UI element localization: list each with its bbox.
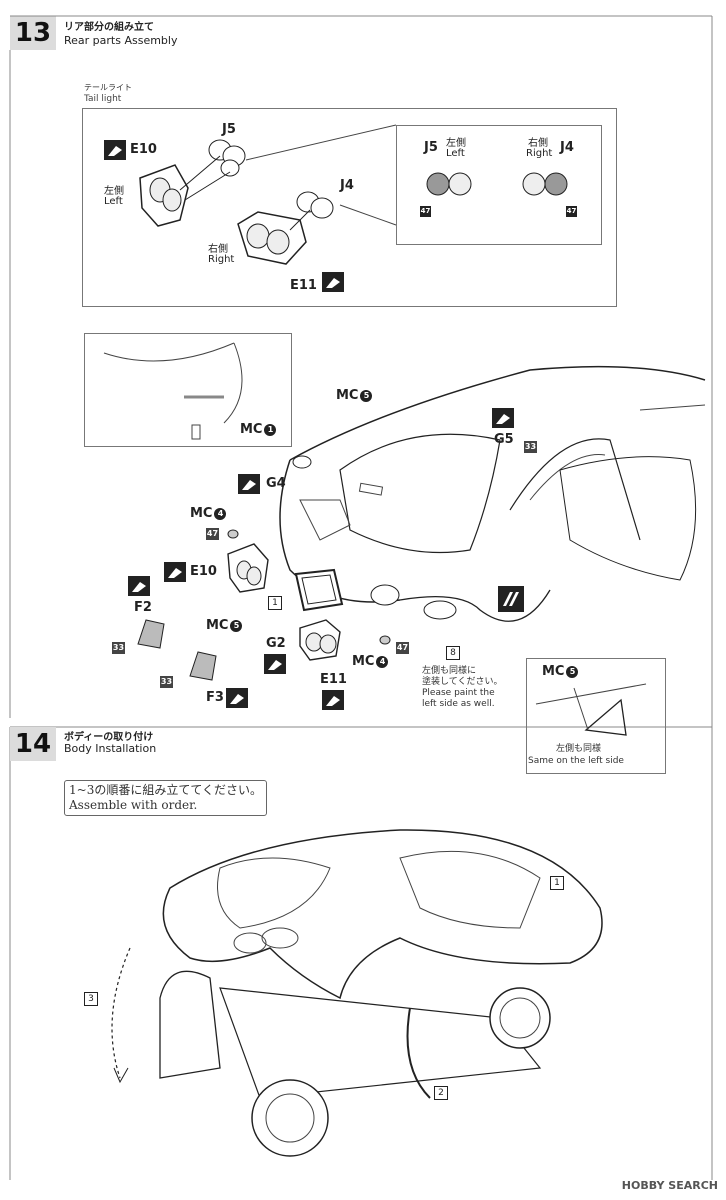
hobby-search-watermark: HOBBY SEARCH	[621, 1179, 718, 1192]
e10-taillight-drawing	[139, 139, 246, 227]
part-f3-label: F3	[206, 690, 224, 705]
paint-47-right: 47	[566, 206, 577, 217]
sprue-cut-icon-f3	[226, 688, 248, 708]
paint-33-g5: 33	[524, 441, 537, 453]
side-window-drawing	[535, 683, 647, 736]
step-14-title-en: Body Installation	[64, 742, 157, 755]
taillight-label-en: Tail light	[84, 94, 122, 104]
part-e10-label: E10	[130, 142, 157, 157]
part-g5-label: G5	[494, 432, 514, 447]
e10-left-en: Left	[104, 196, 123, 207]
order-box-1: 1	[550, 876, 564, 890]
callout-lines	[245, 124, 397, 226]
f3-part-drawing	[189, 651, 217, 681]
f2-part-drawing	[137, 619, 165, 649]
paint-47-left: 47	[420, 206, 431, 217]
paint-47-mc4-upper: 47	[206, 528, 219, 540]
e10-left-jp: 左側	[104, 186, 124, 197]
e11-right-en: Right	[208, 254, 235, 265]
inset-right-en: Right	[526, 148, 553, 159]
paint-note-en2: left side as well.	[422, 699, 495, 709]
mc-number-1: 1	[264, 424, 277, 436]
inset-left-en: Left	[446, 148, 465, 159]
mc4-lower-part	[379, 635, 391, 645]
e11-mounted-drawing	[299, 619, 341, 661]
part-g2-label: G2	[266, 636, 286, 651]
step-box-8: 8	[446, 646, 460, 660]
inset-note-jp: 左側も同様	[556, 744, 602, 754]
black-paint-icon	[498, 586, 524, 612]
inset-left-jp: 左側	[446, 138, 466, 149]
step-14-title-jp: ボディーの取り付け	[64, 732, 154, 743]
paint-33-f3: 33	[160, 676, 173, 688]
mc1-detail-drawing	[103, 342, 243, 440]
sprue-cut-icon-g4	[238, 474, 260, 494]
sprue-cut-icon-e11-b	[322, 690, 344, 710]
order-note-jp: 1~3の順番に組み立ててください。	[69, 783, 262, 797]
mc-number-5-lower: 5	[230, 620, 243, 632]
paint-note-jp2: 塗装してください。	[422, 677, 503, 687]
paint-note-jp1: 左側も同様に	[422, 666, 477, 676]
sprue-cut-icon-g2	[264, 654, 286, 674]
gasket-plate-drawing	[294, 568, 344, 612]
mc-number-4-upper: 4	[214, 508, 227, 520]
step-13-title-en: Rear parts Assembly	[64, 34, 178, 47]
sprue-cut-icon-g5	[492, 408, 514, 428]
inset-note-en: Same on the left side	[528, 756, 624, 766]
sprue-cut-icon-e10	[104, 140, 126, 160]
paint-note: 左側も同様に 塗装してください。 Please paint the left s…	[422, 666, 502, 710]
order-note-en: Assemble with order.	[69, 798, 198, 812]
g4-part-drawing	[292, 455, 312, 469]
taillight-panel	[82, 108, 617, 307]
mc-number-5-top: 5	[360, 390, 373, 402]
step-14-number: 14	[10, 727, 56, 761]
step-box-1: 1	[268, 596, 282, 610]
e11-right-jp: 右側	[208, 244, 228, 255]
part-j5-label: J5	[222, 122, 236, 137]
inset-j5-label: J5	[424, 140, 438, 155]
body-installation-drawing	[111, 829, 603, 1157]
part-e10-mounted-label: E10	[190, 564, 217, 579]
mc1-detail-inset	[84, 333, 292, 447]
step-13-title-jp: リア部分の組み立て	[64, 22, 154, 33]
e10-mounted-drawing	[227, 543, 269, 593]
paint-note-en1: Please paint the	[422, 688, 495, 698]
mc-number-5-inset: 5	[566, 666, 579, 678]
sprue-cut-icon-f2	[128, 576, 150, 596]
e11-taillight-drawing	[237, 191, 334, 265]
part-g4-label: G4	[266, 476, 286, 491]
mc4-upper-part	[227, 529, 239, 539]
paint-33-f2: 33	[112, 642, 125, 654]
inset-j4-lenses	[522, 172, 568, 196]
inset-j5-lenses	[426, 172, 472, 196]
sprue-cut-icon-e10-b	[164, 562, 186, 582]
order-box-3: 3	[84, 992, 98, 1006]
order-box-2: 2	[434, 1086, 448, 1100]
side-window-inset	[526, 658, 666, 774]
assembly-order-note: 1~3の順番に組み立ててください。 Assemble with order.	[64, 780, 267, 816]
part-e11-mounted-label: E11	[320, 672, 347, 687]
taillight-paint-inset	[396, 125, 602, 245]
part-e11-label: E11	[290, 278, 317, 293]
inset-right-jp: 右側	[528, 138, 548, 149]
step-13-number: 13	[10, 16, 56, 50]
inset-j4-label: J4	[560, 140, 574, 155]
sprue-cut-icon-e11	[322, 272, 344, 292]
mc-number-4-lower: 4	[376, 656, 389, 668]
rear-body-drawing	[279, 365, 706, 622]
taillight-label-jp: テールライト	[84, 83, 132, 92]
part-f2-label: F2	[134, 600, 152, 615]
paint-47-mc4-lower: 47	[396, 642, 409, 654]
part-j4-label: J4	[340, 178, 354, 193]
